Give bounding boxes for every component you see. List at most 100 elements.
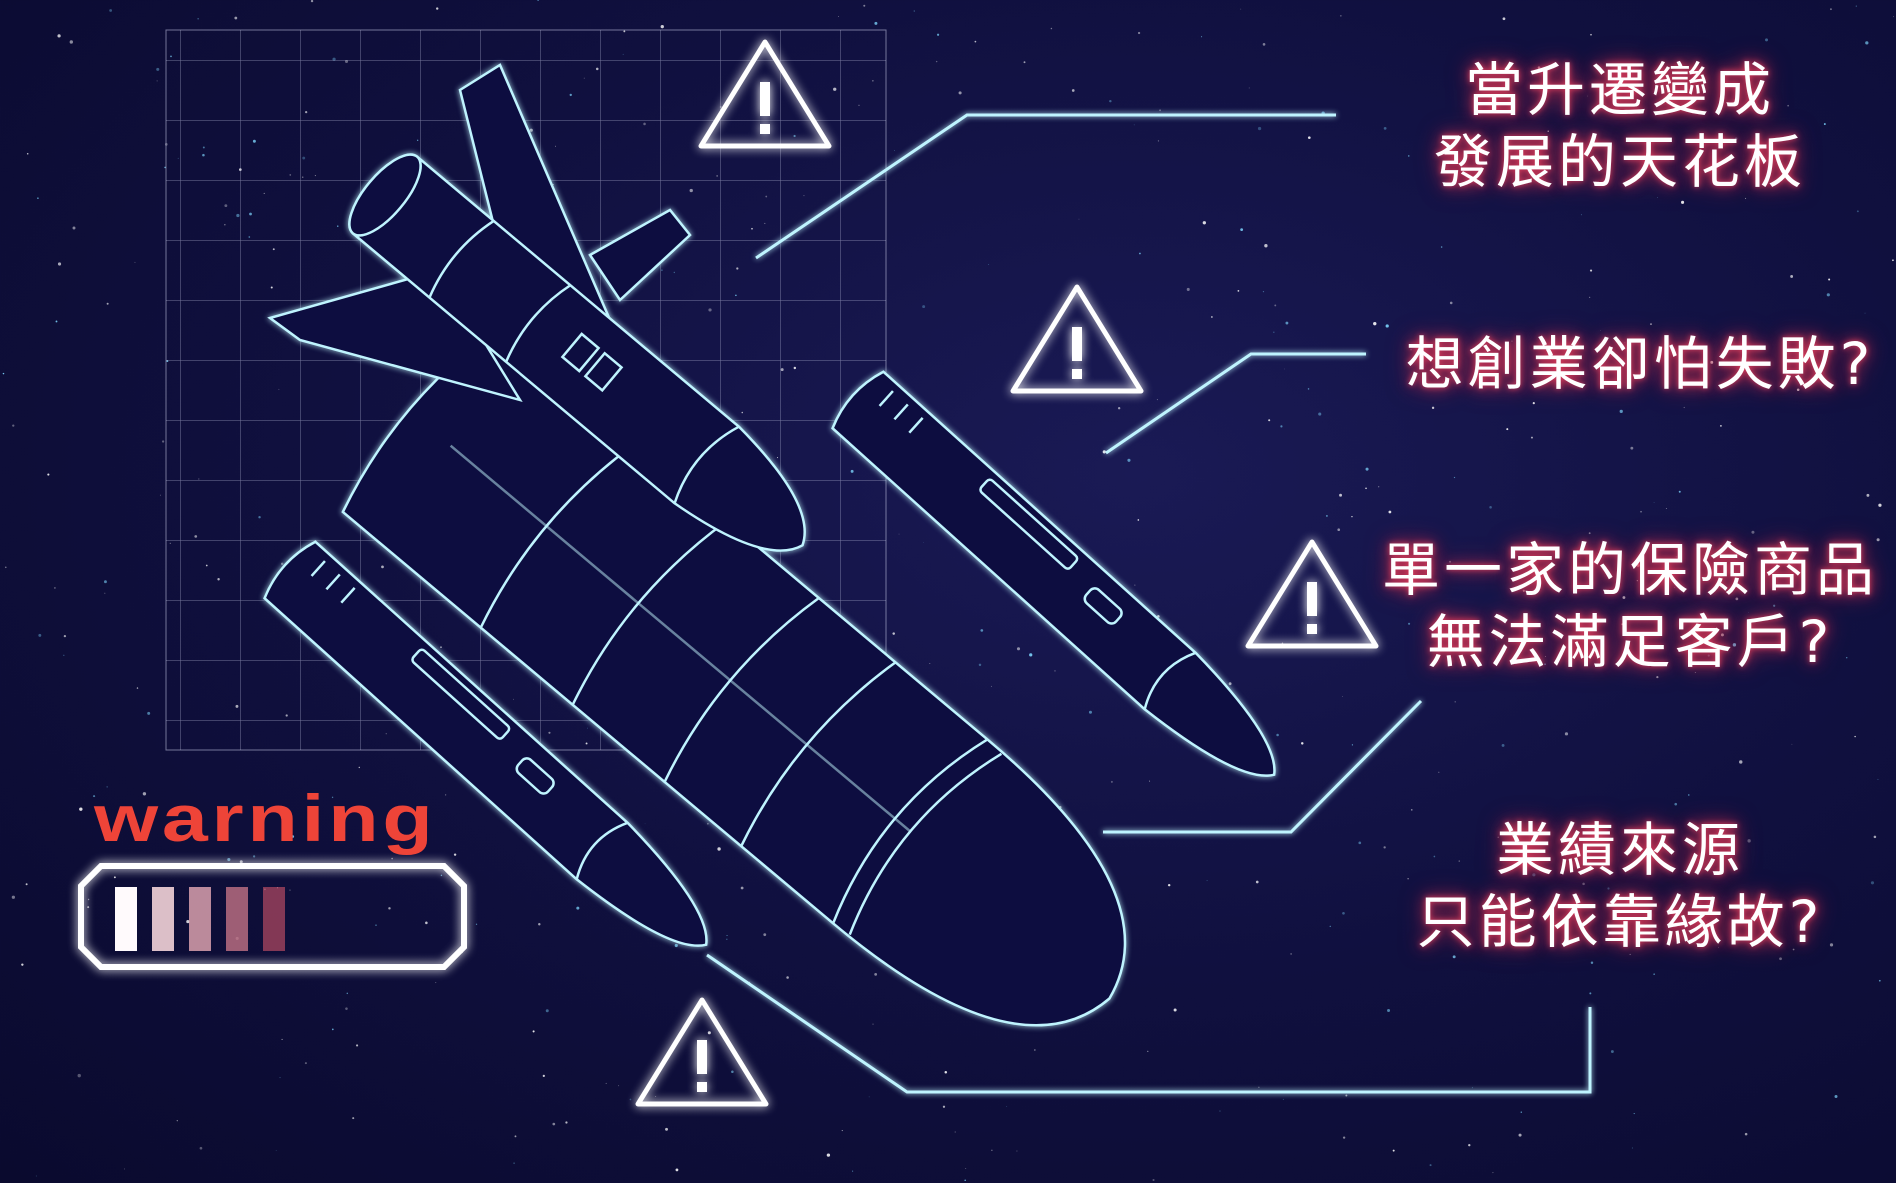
star [1678, 490, 1681, 493]
star [63, 654, 65, 656]
star [239, 860, 243, 864]
star [1117, 407, 1121, 410]
star [79, 807, 83, 811]
star [565, 1121, 568, 1124]
star [1855, 5, 1857, 7]
star [2, 372, 5, 375]
star [1268, 419, 1271, 422]
star [197, 18, 199, 20]
star [1102, 450, 1106, 454]
star [1240, 8, 1242, 10]
star [618, 1085, 620, 1087]
star [965, 1168, 967, 1170]
star [1564, 732, 1569, 736]
star [1783, 177, 1785, 180]
star [1683, 870, 1686, 873]
star [1665, 508, 1667, 510]
star [1440, 246, 1443, 248]
star [1340, 15, 1342, 17]
star [124, 1168, 125, 1170]
star [1870, 881, 1875, 885]
star [644, 823, 646, 825]
progress-segment [189, 887, 211, 951]
caption-line: 想創業卻怕失敗? [1405, 330, 1875, 398]
star [252, 855, 256, 858]
star [1610, 1050, 1614, 1053]
star [453, 853, 457, 856]
star [156, 67, 160, 71]
star [37, 197, 39, 200]
star [1351, 515, 1353, 518]
star [1281, 642, 1284, 644]
star [913, 10, 915, 12]
star [1672, 853, 1674, 855]
star [1770, 901, 1772, 904]
star [1167, 883, 1171, 887]
star [69, 40, 73, 44]
star [1657, 197, 1658, 199]
star [1877, 778, 1879, 780]
star [1532, 873, 1536, 877]
star [655, 1095, 657, 1097]
star [21, 963, 24, 966]
star [1544, 663, 1546, 665]
star [106, 786, 108, 788]
star [1826, 293, 1830, 297]
star [863, 4, 866, 7]
star [513, 1162, 515, 1164]
star [1173, 1008, 1177, 1012]
star [1748, 612, 1749, 613]
star [1147, 1050, 1149, 1052]
star [227, 857, 231, 862]
star [12, 424, 15, 427]
star [852, 1170, 854, 1172]
star [375, 924, 377, 926]
star [1454, 701, 1456, 703]
star [1636, 563, 1640, 567]
star [1866, 493, 1870, 497]
warning-triangle-icon [1010, 284, 1144, 394]
star [331, 796, 334, 799]
star [1264, 244, 1268, 248]
star [136, 687, 139, 689]
star [1640, 510, 1642, 513]
warning-triangle-icon [698, 39, 832, 149]
star [475, 923, 478, 925]
star [974, 40, 977, 43]
star [234, 16, 238, 20]
star [109, 9, 113, 12]
star [1636, 580, 1638, 582]
star [176, 1120, 178, 1122]
connector-lines [706, 113, 1592, 1094]
star [38, 633, 42, 637]
star [1373, 321, 1377, 326]
star [11, 895, 15, 899]
star [1707, 654, 1710, 657]
star [156, 80, 158, 82]
star [1408, 155, 1410, 157]
star [26, 153, 29, 155]
star [537, 0, 540, 1]
star [1240, 228, 1244, 232]
star [1284, 368, 1285, 370]
star [1339, 493, 1342, 497]
star [1358, 841, 1362, 845]
star [1006, 1106, 1008, 1107]
star [1537, 66, 1541, 70]
star [1016, 1150, 1018, 1152]
star [1337, 528, 1341, 532]
star [665, 1127, 668, 1131]
star [1408, 622, 1411, 625]
star [1522, 589, 1525, 592]
star [1765, 38, 1768, 42]
star [1029, 653, 1033, 657]
star [1206, 879, 1208, 882]
star [1687, 794, 1690, 796]
star [980, 629, 984, 632]
star [1458, 380, 1461, 384]
star [1739, 760, 1743, 764]
star [104, 592, 106, 594]
star [1587, 95, 1589, 97]
star [1545, 656, 1546, 657]
star [514, 1135, 517, 1138]
